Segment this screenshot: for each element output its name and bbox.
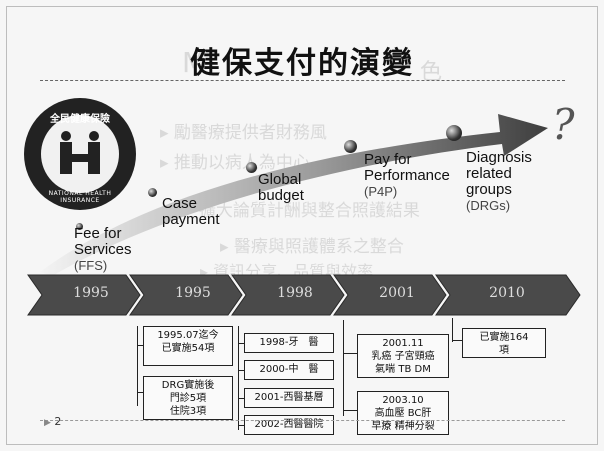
milestone-label: Case payment bbox=[162, 195, 220, 228]
connector bbox=[452, 318, 453, 342]
chevron-4 bbox=[333, 274, 447, 316]
connector bbox=[343, 410, 357, 411]
milestone-dot bbox=[344, 140, 357, 153]
global-budget-box-3: 2001-西醫基層 bbox=[244, 388, 334, 408]
connector bbox=[137, 392, 143, 393]
connector bbox=[343, 320, 344, 416]
milestone-dot bbox=[76, 223, 83, 230]
milestone-label: Fee for Services bbox=[74, 225, 132, 258]
timeline-year: 1995 bbox=[175, 285, 211, 301]
connector bbox=[238, 343, 244, 344]
milestone-global-budget: Global budget bbox=[258, 172, 304, 204]
milestone-sub: (FFS) bbox=[74, 258, 108, 273]
logo-emblem-icon bbox=[26, 100, 134, 208]
milestone-label: Global budget bbox=[258, 171, 304, 204]
chevron-5 bbox=[435, 274, 581, 316]
case-payment-box-1: 1995.07迄今 已實施54項 bbox=[143, 326, 233, 366]
ghost-text: M bbox=[182, 46, 207, 79]
page-number-text: 2 bbox=[54, 415, 62, 428]
milestone-drgs: Diagnosis related groups (DRGs) bbox=[466, 150, 532, 214]
timeline-year: 2010 bbox=[489, 285, 525, 301]
milestone-sub: (P4P) bbox=[364, 184, 398, 199]
milestone-p4p: Pay for Performance (P4P) bbox=[364, 152, 450, 200]
chevron-1 bbox=[27, 274, 141, 316]
global-budget-box-4: 2002-西醫醫院 bbox=[244, 415, 334, 435]
p4p-box-1: 2001.11 乳癌 子宮頸癌 氣喘 TB DM bbox=[357, 334, 449, 378]
milestone-label: Pay for Performance bbox=[364, 151, 450, 184]
slide-border bbox=[6, 6, 598, 445]
ghost-text: ▸ 推動以病人為中心 bbox=[160, 153, 310, 173]
title-divider bbox=[40, 80, 565, 81]
ghost-text: ▸ 醫療與照護體系之整合 bbox=[220, 237, 404, 257]
connector bbox=[343, 353, 357, 354]
bullet-arrow-icon: ▶ bbox=[44, 418, 51, 428]
ghost-text: ▸ 勵醫療提供者財務風 bbox=[160, 123, 327, 143]
milestone-dot bbox=[246, 162, 257, 173]
connector bbox=[238, 326, 239, 430]
milestone-case-payment: Case payment bbox=[162, 196, 220, 228]
chevron-2 bbox=[129, 274, 243, 316]
timeline-year: 1998 bbox=[277, 285, 313, 301]
timeline-year: 1995 bbox=[73, 285, 109, 301]
milestone-sub: (DRGs) bbox=[466, 198, 511, 213]
nhi-logo: 全民健康保險 NATIONAL HEALTH INSURANCE bbox=[24, 98, 136, 210]
connector bbox=[238, 370, 244, 371]
milestone-dot bbox=[446, 125, 462, 141]
milestone-ffs: Fee for Services (FFS) bbox=[74, 226, 132, 274]
ghost-text: 色 bbox=[420, 60, 443, 85]
connector bbox=[238, 398, 244, 399]
p4p-box-2: 2003.10 高血壓 BC肝 早療 精神分裂 bbox=[357, 391, 449, 435]
milestone-label: Diagnosis related groups bbox=[466, 149, 532, 198]
question-mark-icon: ? bbox=[552, 100, 575, 149]
timeline-year: 2001 bbox=[379, 285, 415, 301]
ghost-text: ▸ 擴大論質計酬與整合照護結果 bbox=[185, 201, 420, 221]
drg-box-1: 已實施164 項 bbox=[462, 328, 546, 358]
connector bbox=[137, 345, 143, 346]
page-title: 健保支付的演變 bbox=[190, 46, 414, 81]
case-payment-box-2: DRG實施後 門診5項 住院3項 bbox=[143, 376, 233, 420]
connector bbox=[452, 340, 462, 341]
milestone-dot bbox=[148, 188, 157, 197]
logo-ring-text: NATIONAL HEALTH INSURANCE bbox=[48, 190, 112, 204]
chevron-3 bbox=[231, 274, 345, 316]
connector bbox=[137, 326, 138, 406]
global-budget-box-2: 2000-中 醫 bbox=[244, 360, 334, 380]
page-number: ▶ 2 bbox=[44, 415, 61, 428]
logo-center-text: 全民健康保險 bbox=[50, 114, 110, 125]
footer-divider bbox=[40, 420, 565, 421]
global-budget-box-1: 1998-牙 醫 bbox=[244, 333, 334, 353]
connector bbox=[238, 425, 244, 426]
